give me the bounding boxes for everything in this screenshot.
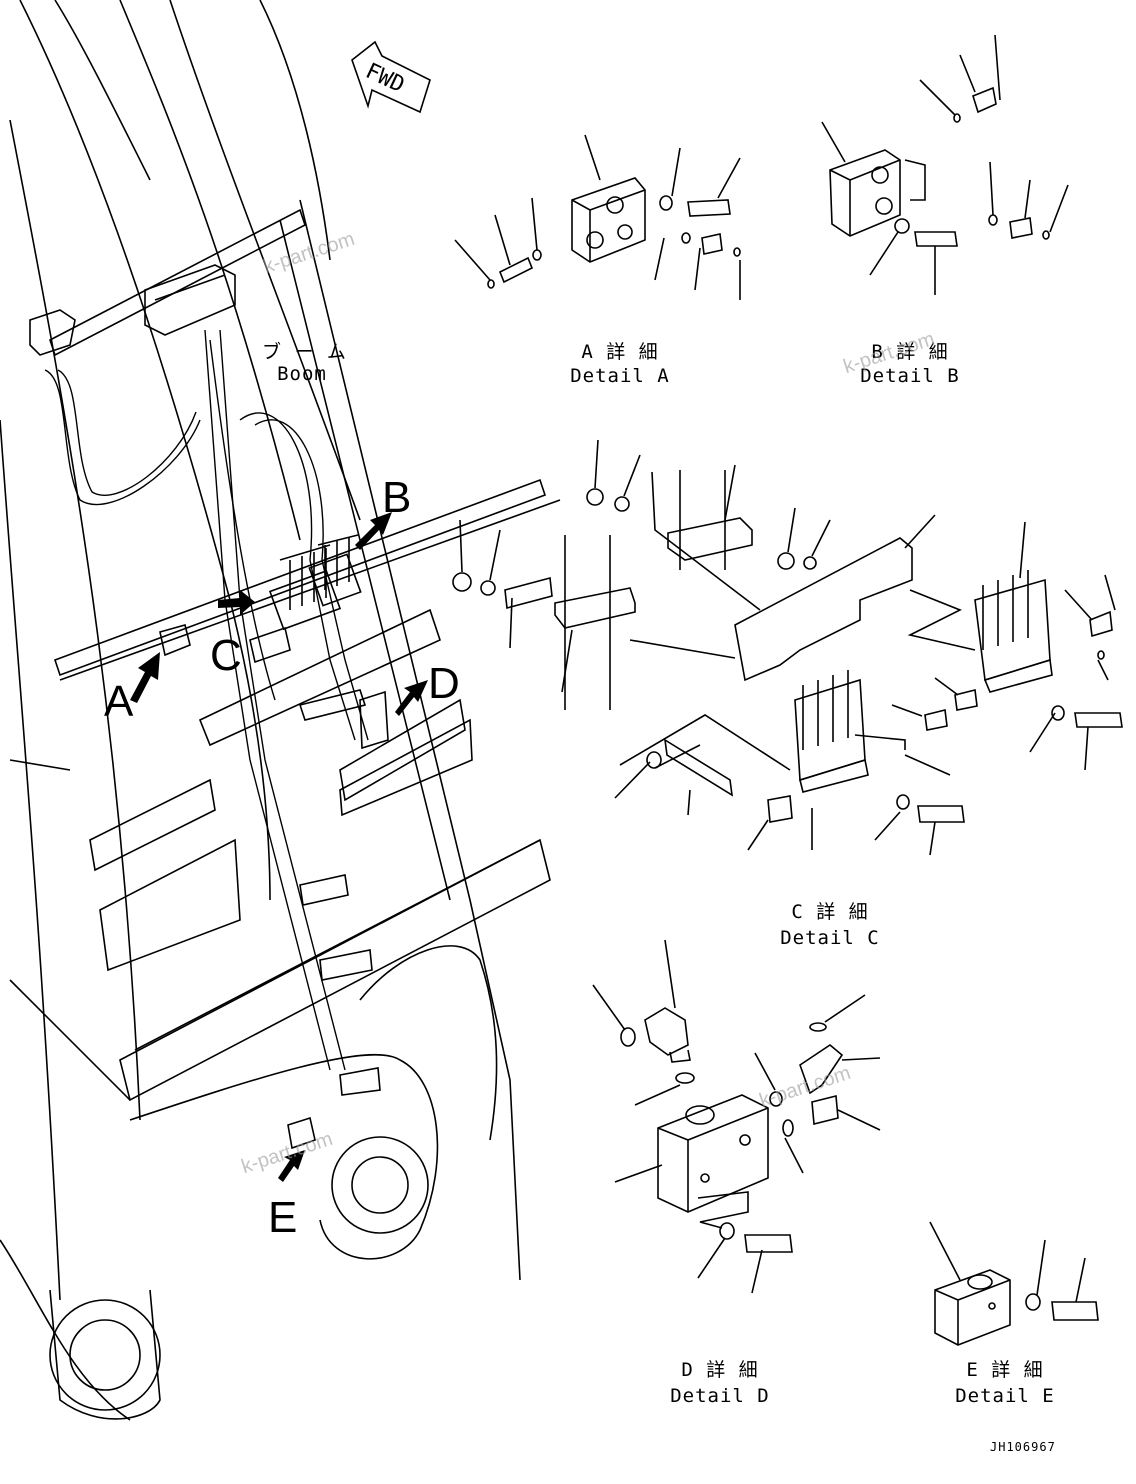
callout-c: C	[210, 631, 242, 680]
boom-manifolds	[29, 264, 381, 1150]
detail-d-drawing	[592, 939, 881, 1294]
boom-label-jp: ブ ー ム	[262, 341, 347, 363]
boom-foot	[49, 945, 498, 1420]
detail-d-label-en: Detail D	[670, 1385, 770, 1407]
detail-c-label-en: Detail C	[780, 927, 880, 949]
detail-e-drawing	[929, 1221, 1099, 1346]
detail-b-label-jp: B 詳 細	[871, 341, 949, 363]
detail-c-drawing	[452, 439, 1123, 856]
boom-label-en: Boom	[277, 363, 327, 385]
detail-b-label-en: Detail B	[860, 365, 960, 387]
grease-tubes	[44, 329, 369, 1071]
callout-d: D	[428, 659, 460, 708]
boom-distributors	[249, 534, 389, 750]
detail-e-label-jp: E 詳 細	[966, 1359, 1044, 1381]
drawing-code: JH106967	[990, 1440, 1056, 1454]
callout-a: A	[104, 677, 134, 726]
fwd-arrow	[351, 40, 431, 114]
detail-a-label-en: Detail A	[570, 365, 670, 387]
callout-e: E	[268, 1193, 298, 1242]
callout-b: B	[382, 473, 412, 522]
detail-e-label-en: Detail E	[955, 1385, 1055, 1407]
boom-outline	[0, 0, 521, 1421]
detail-a-label-jp: A 詳 細	[581, 341, 659, 363]
detail-b-drawing	[821, 34, 1069, 295]
callout-arrows	[130, 512, 428, 1182]
detail-c-label-jp: C 詳 細	[791, 901, 869, 923]
detail-a-drawing	[454, 134, 741, 300]
detail-d-label-jp: D 詳 細	[681, 1359, 759, 1381]
